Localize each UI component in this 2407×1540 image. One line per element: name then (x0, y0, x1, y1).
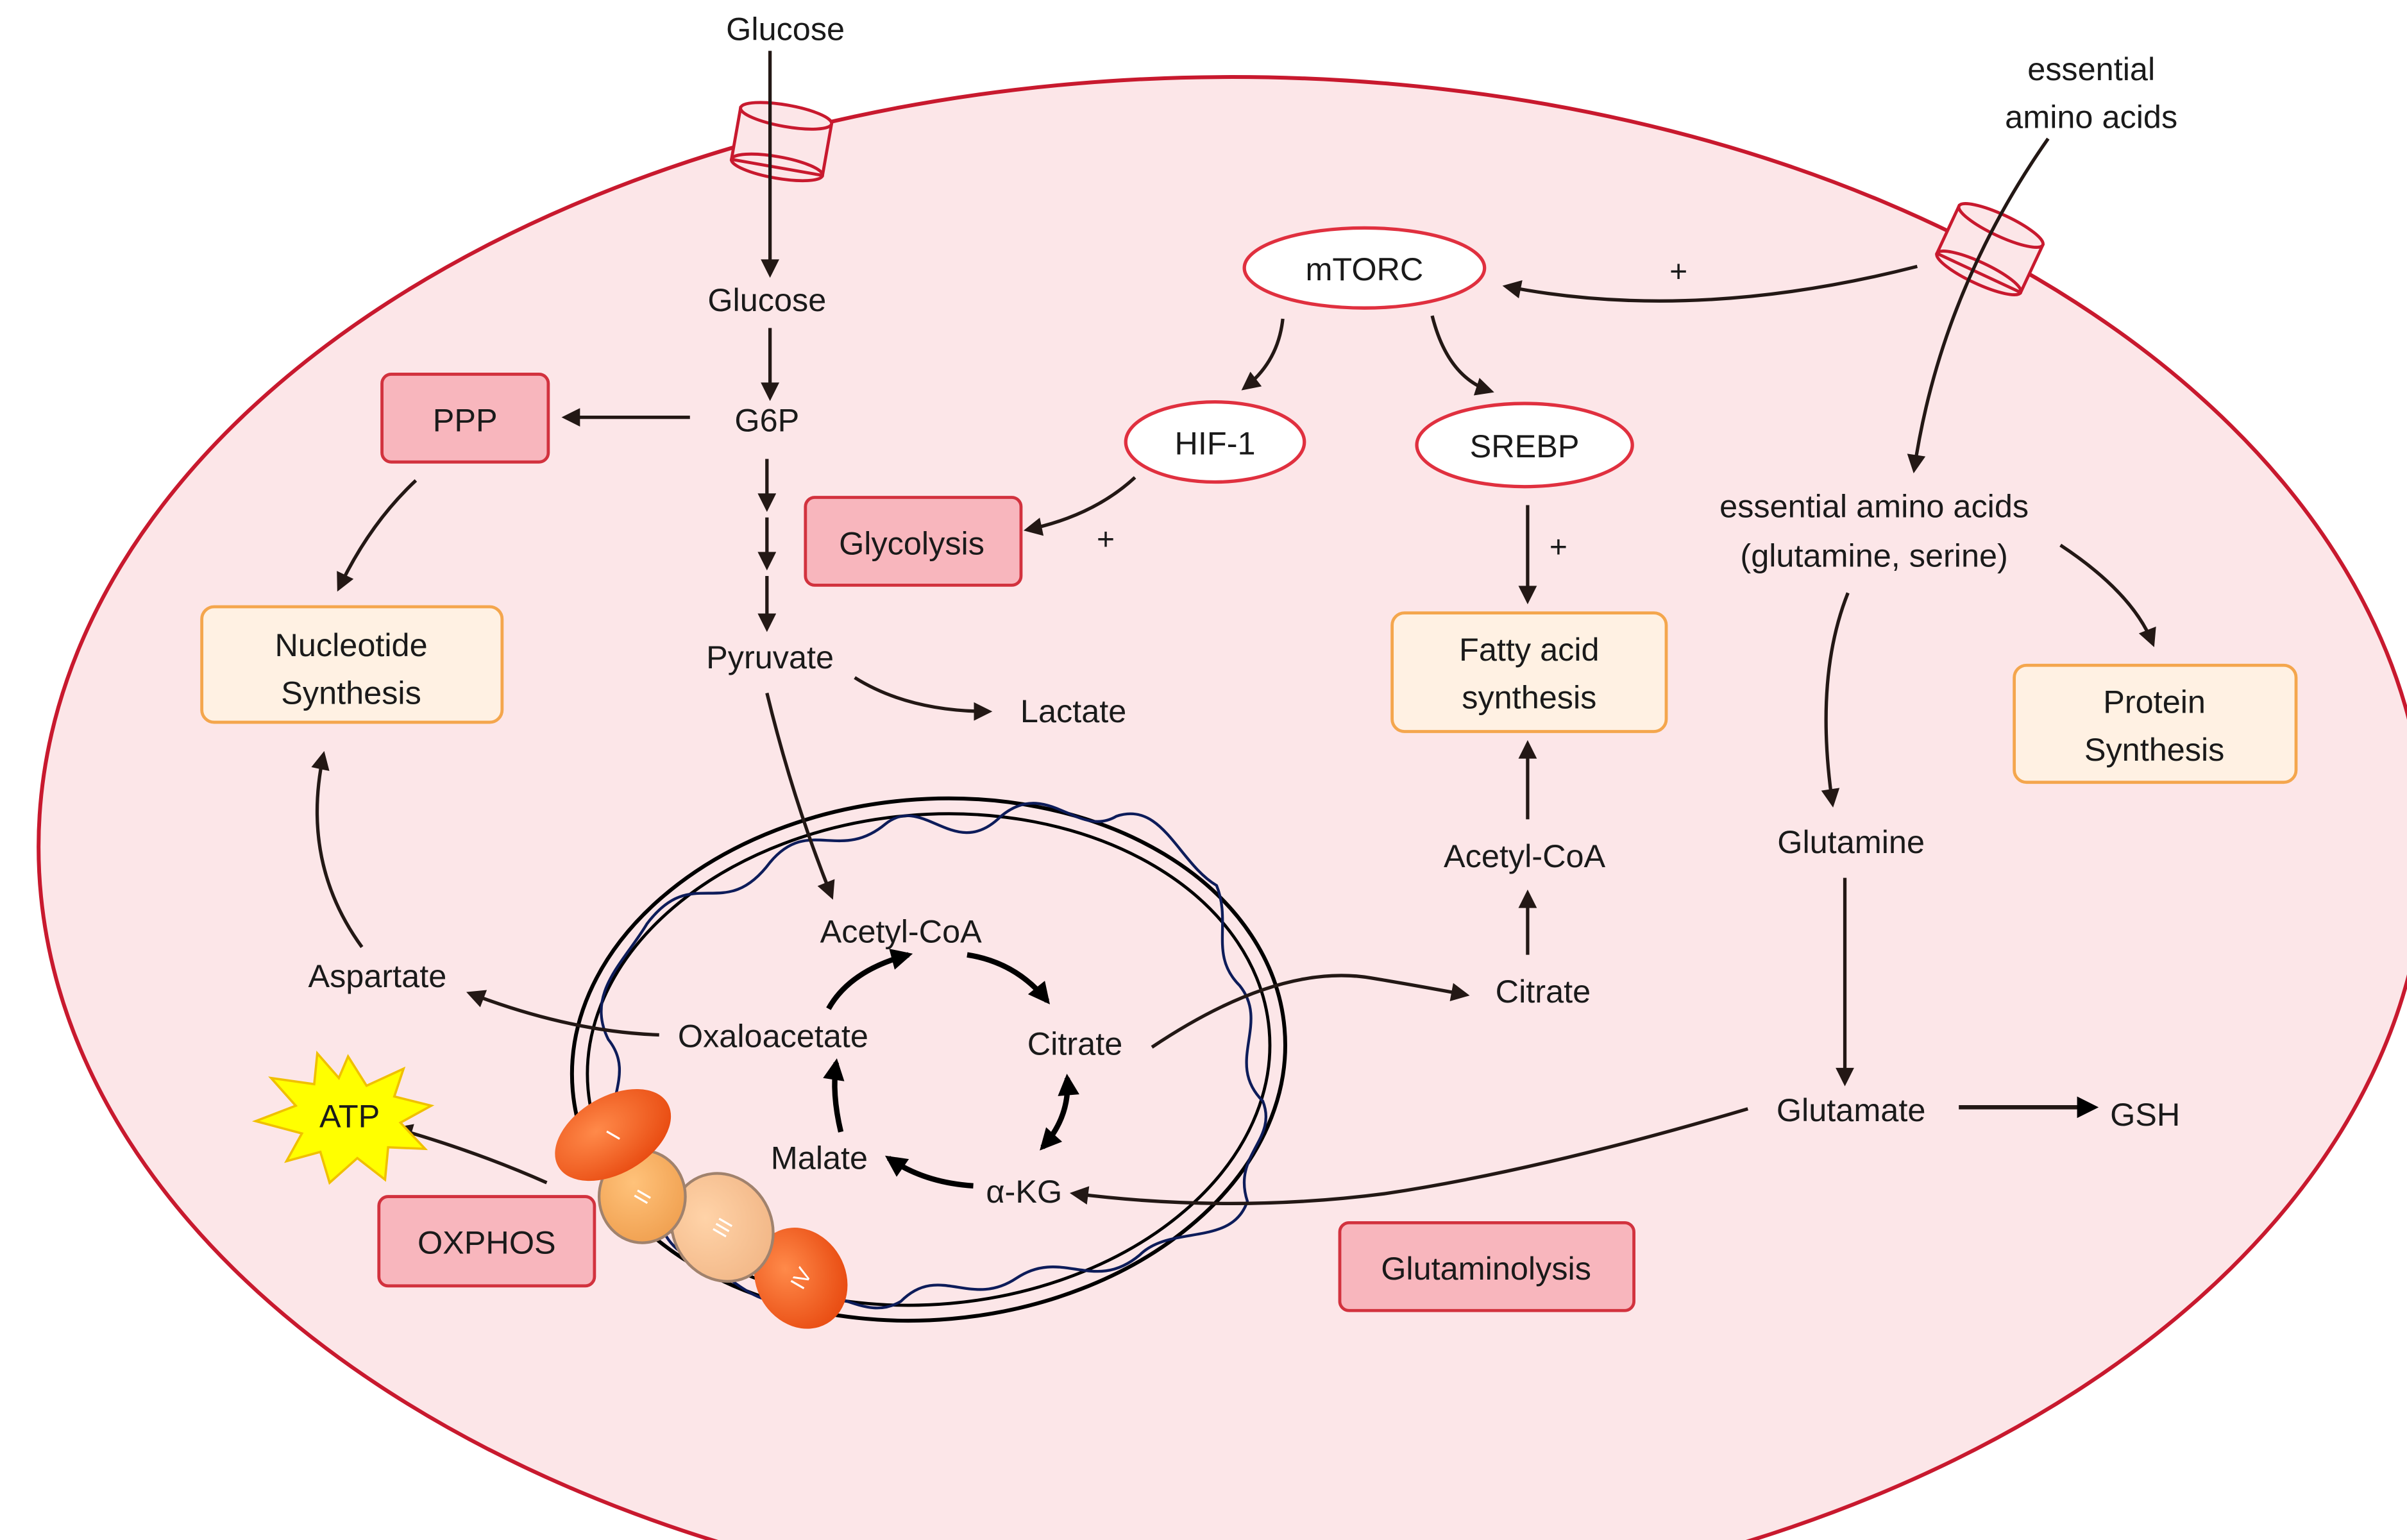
atp-label: ATP (319, 1098, 380, 1135)
srebp-label: SREBP (1470, 428, 1580, 464)
arrow-tca-malate-oaa (823, 1058, 845, 1133)
oxphos-label: OXPHOS (418, 1224, 556, 1260)
cell-membrane (37, 75, 2407, 1540)
arrow-aspartate-nucleotide (311, 750, 364, 949)
arrow-pyruvate-lactate (854, 676, 993, 721)
mitochondrion-cristae (600, 802, 1268, 1310)
lactate-label: Lactate (1020, 693, 1126, 729)
plus-sign-fatty-acid: + (1550, 530, 1567, 564)
glutamine-label: Glutamine (1777, 824, 1925, 860)
arrow-aa-glutamine (1821, 592, 1850, 808)
glycolysis-box (804, 496, 1023, 587)
atp-burst-icon (251, 1050, 435, 1185)
glucose-inside-label: Glucose (707, 282, 826, 318)
tca-malate-label: Malate (771, 1139, 868, 1176)
arrow-aa-protein (2059, 543, 2156, 647)
arrow-mtorc-hif1 (1241, 318, 1285, 391)
arrow-oxphos-atp (394, 1124, 548, 1185)
gsh-label: GSH (2110, 1096, 2180, 1133)
amino-acid-transporter-icon (1934, 202, 2045, 296)
arrow-glutamate-akg (1069, 1107, 1749, 1205)
glutaminolysis-label: Glutaminolysis (1381, 1250, 1591, 1287)
plus-sign-glycolysis: + (1097, 523, 1115, 557)
arrow-pyruvate-acetylcoa (765, 692, 835, 900)
glutaminolysis-box (1338, 1221, 1635, 1312)
arrow-tca-oaa-acetylcoa (826, 949, 913, 1010)
protein-line2: Synthesis (2084, 731, 2225, 768)
arrow-mtorc-srebp (1430, 315, 1494, 396)
arrow-hif1-glycolysis (1023, 476, 1136, 536)
nucleotide-synthesis-box (200, 605, 504, 724)
tca-acetylcoa-label: Acetyl-CoA (820, 913, 982, 949)
ppp-label: PPP (433, 402, 498, 438)
fatty-acid-line2: synthesis (1462, 679, 1596, 715)
oxphos-box (377, 1195, 596, 1288)
mtorc-label: mTORC (1305, 251, 1423, 287)
pyruvate-label: Pyruvate (706, 639, 834, 675)
nucleotide-line1: Nucleotide (274, 627, 427, 663)
arrow-tca-citrate-akg (1040, 1073, 1079, 1151)
tca-citrate-label: Citrate (1027, 1026, 1122, 1062)
arrow-oaa-aspartate (466, 990, 659, 1037)
arrow-aa-import (1907, 137, 2050, 474)
hif1-node (1124, 400, 1306, 484)
hif1-label: HIF-1 (1174, 425, 1255, 461)
essential-aa-outside-line2: amino acids (2005, 98, 2177, 135)
aspartate-label: Aspartate (308, 958, 446, 994)
glycolysis-label: Glycolysis (839, 525, 984, 561)
essential-aa-outside-line1: essential (2027, 51, 2155, 87)
srebp-node (1415, 402, 1634, 489)
fatty-acid-line1: Fatty acid (1459, 631, 1600, 668)
g6p-label: G6P (734, 402, 799, 438)
acetylcoa-cyto-label: Acetyl-CoA (1444, 838, 1605, 874)
etc-complex-i-icon (555, 1088, 671, 1181)
glucose-outside-label: Glucose (726, 10, 845, 47)
glutamate-label: Glutamate (1777, 1092, 1926, 1128)
arrow-aa-mtorc (1502, 264, 1918, 303)
plus-sign-mtorc: + (1669, 255, 1687, 289)
essential-aa-inside-line1: essential amino acids (1719, 488, 2029, 525)
glucose-transporter-icon (729, 101, 834, 183)
etc-complex-iii-icon (670, 1172, 775, 1283)
citrate-cyto-label: Citrate (1496, 973, 1591, 1010)
mitochondrion-outer-membrane (570, 796, 1287, 1323)
arrow-ppp-nucleotide (337, 479, 418, 592)
protein-line1: Protein (2103, 684, 2206, 720)
nucleotide-line2: Synthesis (281, 674, 421, 711)
ppp-box (380, 373, 550, 464)
tca-akg-label: α-KG (986, 1173, 1062, 1210)
arrow-tca-akg-malate (884, 1155, 974, 1189)
fatty-acid-synthesis-box (1390, 611, 1668, 733)
essential-aa-inside-line2: (glutamine, serine) (1740, 537, 2007, 574)
arrow-citrate-export (1151, 974, 1470, 1049)
arrow-tca-acetylcoa-citrate (967, 952, 1050, 1004)
mtorc-node (1242, 226, 1487, 310)
protein-synthesis-box (2013, 663, 2298, 784)
tca-oxaloacetate-label: Oxaloacetate (678, 1018, 868, 1054)
etc-complex-iv-icon (754, 1228, 848, 1329)
